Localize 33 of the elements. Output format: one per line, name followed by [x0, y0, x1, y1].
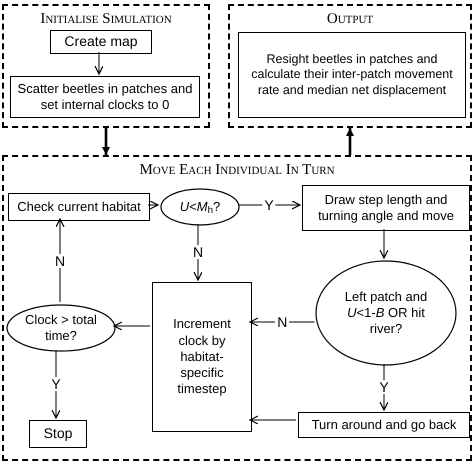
panel-title: Output — [326, 10, 374, 29]
arrow — [55, 218, 65, 302]
arrow — [102, 128, 110, 155]
panel-title: Initialise Simulation — [40, 10, 172, 29]
arrow — [249, 415, 296, 425]
decision-ellipse: U<M$_{h}$? — [160, 188, 240, 226]
edge-label: Y — [377, 380, 391, 394]
arrow — [379, 228, 389, 259]
arrow — [148, 200, 159, 210]
dashed-panel — [228, 4, 472, 128]
edge-label: Y — [262, 198, 276, 212]
process-box: Draw step length and turning angle and move — [302, 185, 470, 231]
dashed-panel — [2, 4, 210, 128]
arrow — [113, 321, 150, 331]
process-box: Scatter beetles in patches and set internal clocks to 0 — [10, 76, 200, 118]
decision-ellipse: Clock > total time? — [6, 304, 116, 352]
process-box: Resight beetles in patches and calculate their inter-patch movement rate and median net displacement — [238, 32, 466, 118]
decision-ellipse: Left patch and U<1-B OR hit river? — [315, 260, 457, 366]
process-box: Create map — [50, 30, 152, 54]
process-box: Increment clock by habitat-specific timestep — [152, 282, 252, 432]
dashed-panel — [2, 155, 472, 461]
arrow — [94, 52, 104, 75]
process-box: Check current habitat — [8, 193, 150, 221]
arrow — [51, 349, 61, 419]
edge-label: Y — [49, 376, 63, 391]
process-box: Turn around and go back — [298, 412, 470, 438]
arrow — [238, 200, 301, 210]
arrow — [249, 317, 316, 327]
edge-label: N — [275, 315, 290, 329]
process-box: Stop — [29, 420, 87, 448]
arrow — [346, 128, 354, 155]
panel-title: Move Each Individual In Turn — [139, 161, 335, 180]
arrow — [193, 224, 203, 281]
